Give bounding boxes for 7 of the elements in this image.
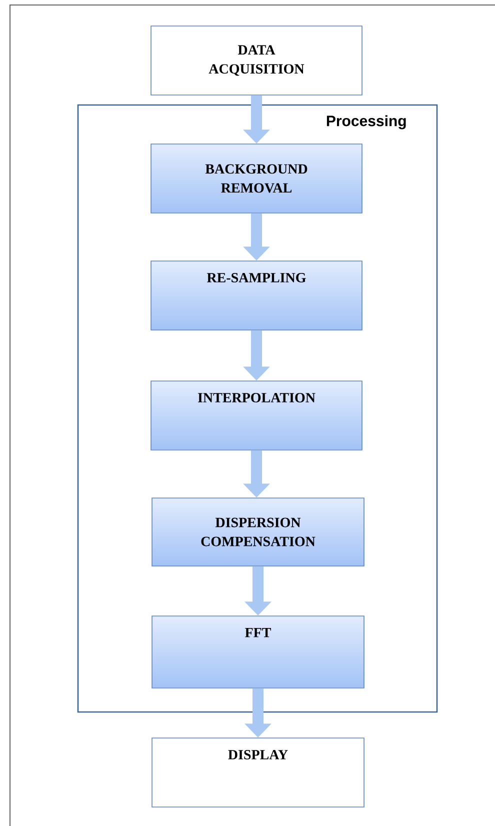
process-box: RE-SAMPLING [150,260,362,330]
process-box: INTERPOLATION [150,380,362,450]
process-box: DISPLAY [152,738,364,808]
process-box: DATA ACQUISITION [150,26,362,96]
process-box: FFT [152,616,364,688]
process-box: DISPERSION COMPENSATION [152,498,364,566]
process-box: BACKGROUND REMOVAL [150,144,362,214]
